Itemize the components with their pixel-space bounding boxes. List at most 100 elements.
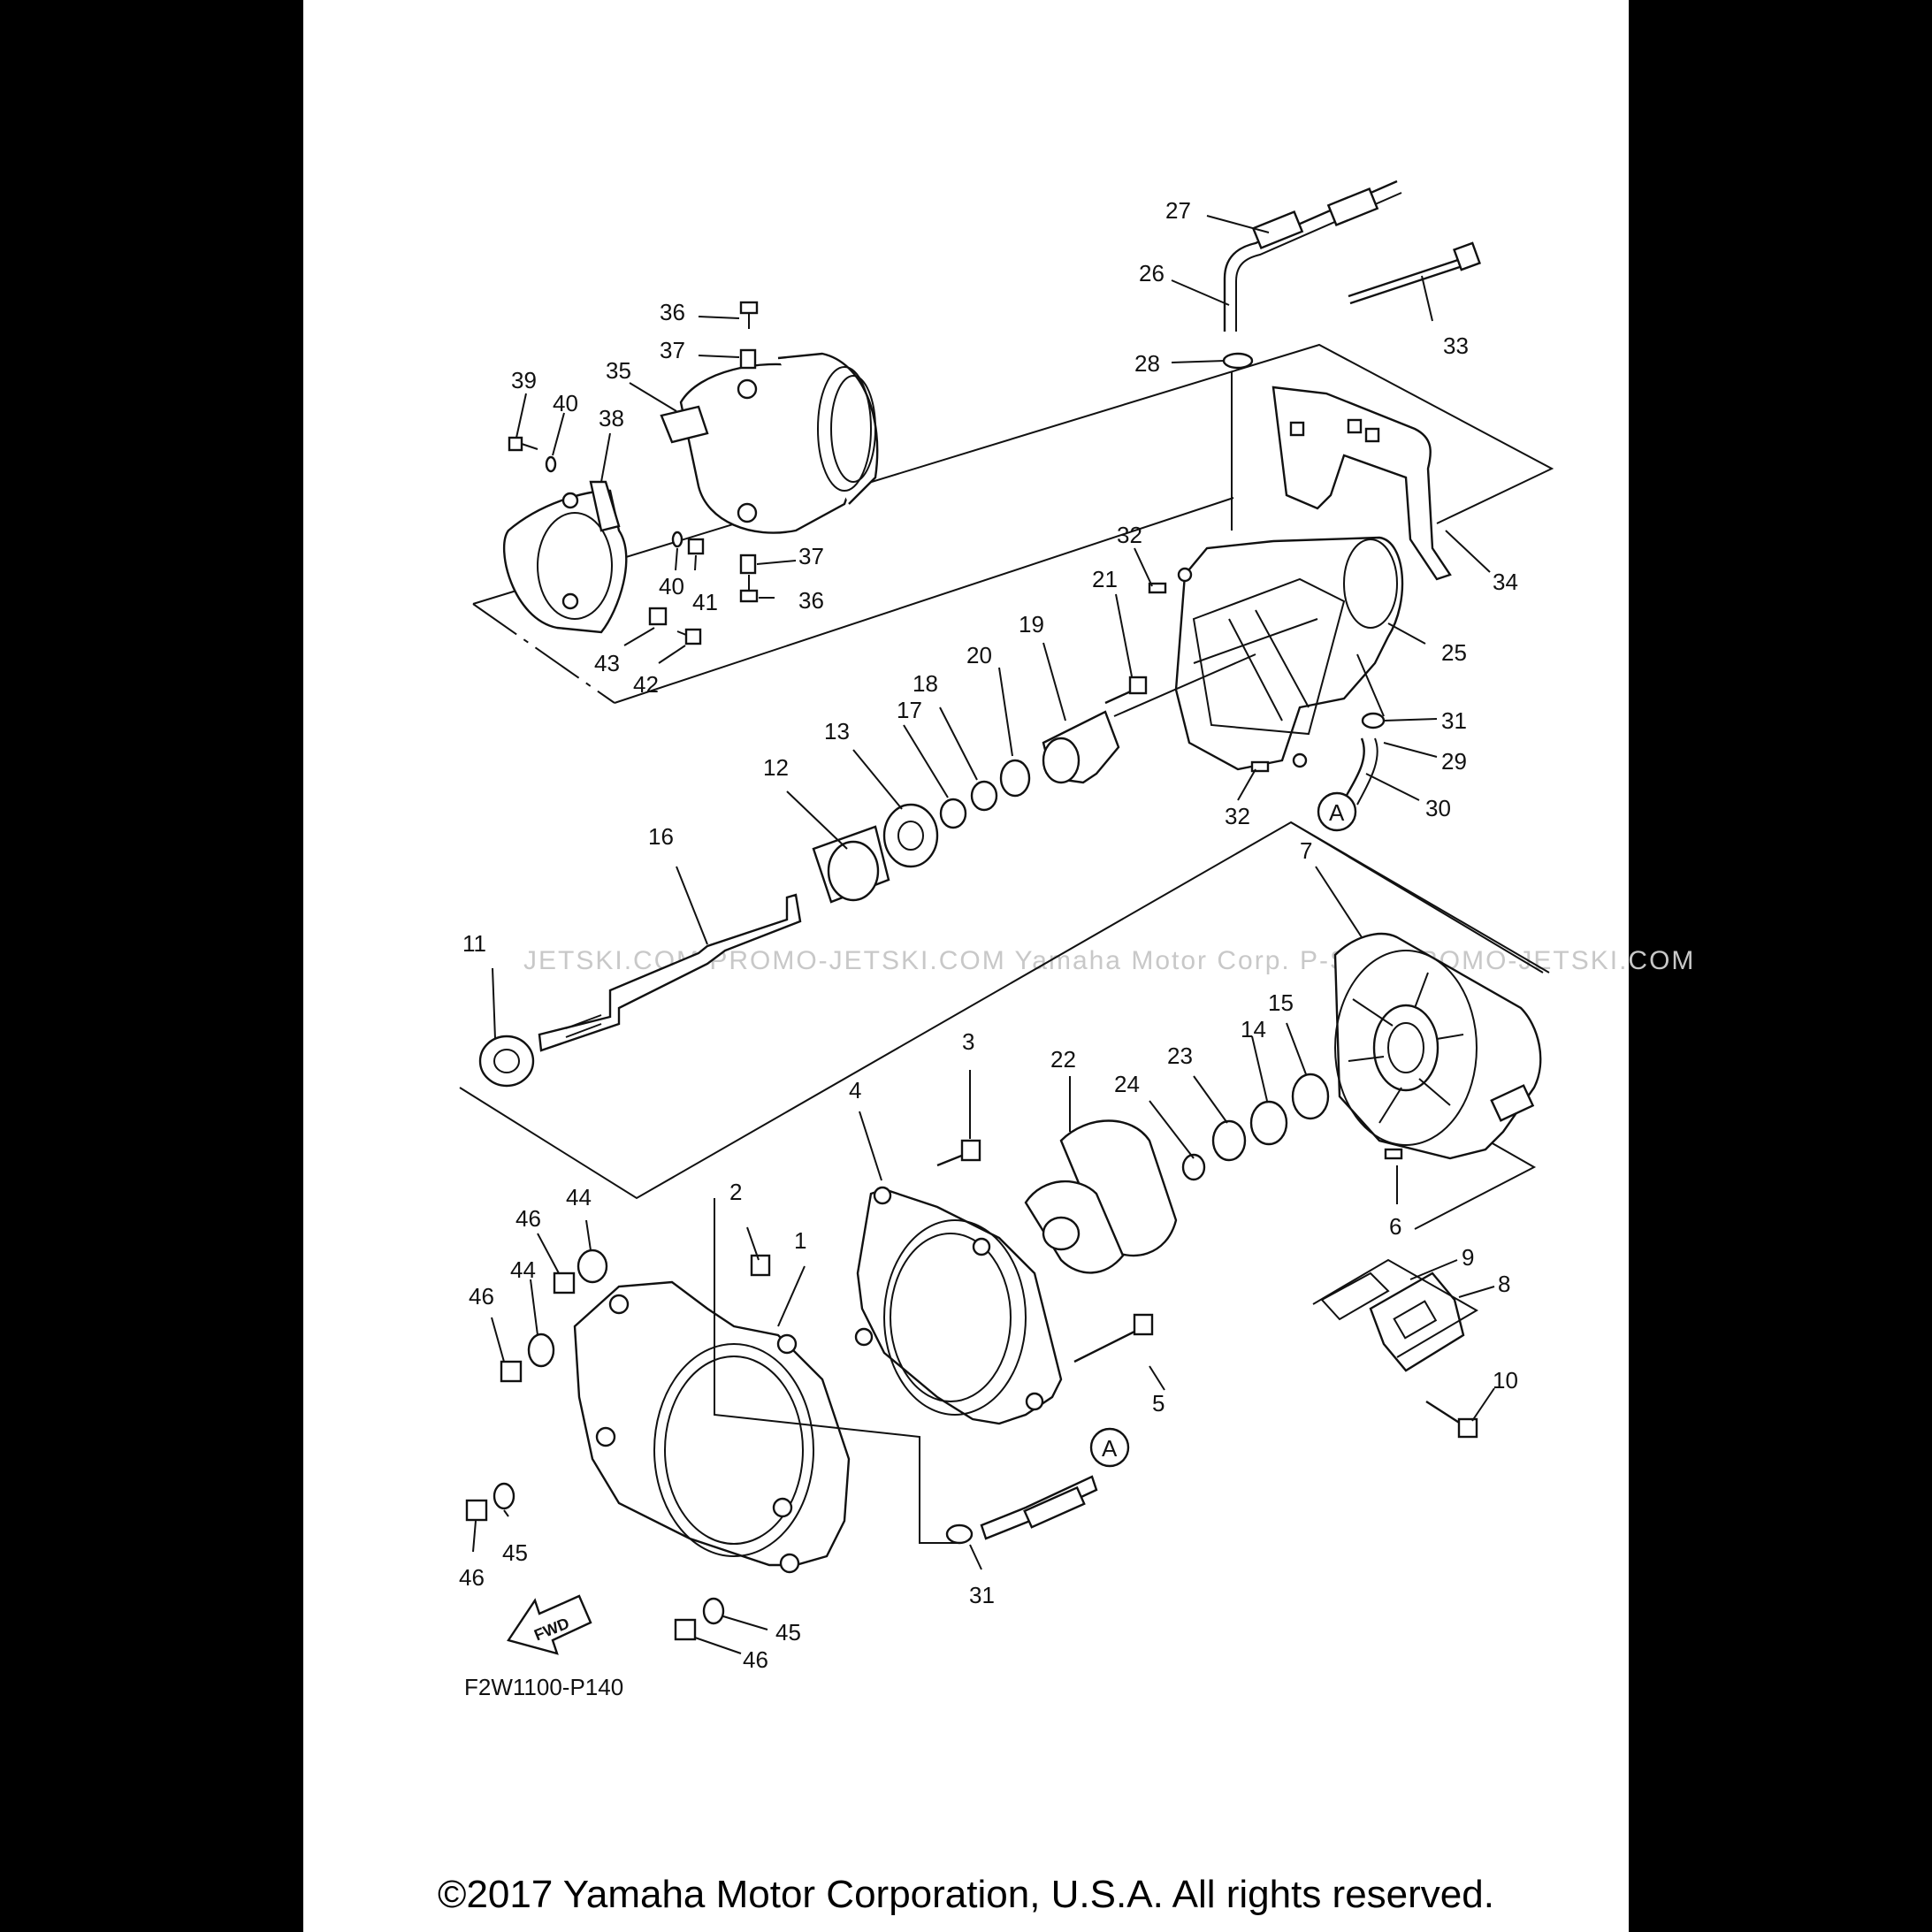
callout-12: 12 <box>763 754 789 781</box>
dowel-pin <box>1250 760 1270 773</box>
callout-29: 29 <box>1441 748 1467 775</box>
callout-40b: 40 <box>659 573 684 599</box>
callout-35: 35 <box>606 357 631 384</box>
long-bolt-part <box>1348 241 1481 305</box>
frame-bracket-line <box>714 1198 959 1544</box>
callout-32: 32 <box>1117 522 1142 548</box>
callout-19: 19 <box>1019 611 1044 638</box>
callout-39: 39 <box>511 367 537 393</box>
svg-text:A: A <box>1329 799 1345 826</box>
callout-27: 27 <box>1165 197 1191 224</box>
diagram-code: F2W1100-P140 <box>464 1674 623 1700</box>
hose-fitting-part <box>945 1475 1098 1545</box>
callout-34: 34 <box>1493 569 1518 595</box>
drive-shaft-part <box>538 893 802 1052</box>
dowel-pin <box>1148 582 1167 594</box>
hose-part <box>1222 179 1402 531</box>
callout-labels: 1 2 3 4 5 6 7 8 9 10 11 12 13 14 15 16 1… <box>459 197 1518 1673</box>
callout-46: 46 <box>515 1205 541 1232</box>
callout-13: 13 <box>824 718 850 745</box>
callout-44b: 44 <box>510 1256 536 1283</box>
cover-part <box>1369 1271 1465 1372</box>
callout-4: 4 <box>849 1077 861 1103</box>
callout-5: 5 <box>1152 1390 1165 1417</box>
axis-line <box>1113 653 1256 717</box>
callout-20: 20 <box>966 642 992 668</box>
copyright-notice: ©2017 Yamaha Motor Corporation, U.S.A. A… <box>438 1873 1494 1916</box>
intake-plate-part <box>573 1254 851 1574</box>
jet-pump-housing-part <box>1174 536 1404 771</box>
frame-nozzle-group-axis <box>472 603 615 704</box>
callout-28: 28 <box>1134 350 1160 377</box>
collar-part <box>939 798 967 829</box>
duct-part <box>854 1186 1063 1425</box>
callout-30: 30 <box>1425 795 1451 821</box>
callout-1: 1 <box>794 1227 806 1254</box>
callout-37: 37 <box>660 337 685 363</box>
o-ring-part <box>1181 1153 1206 1181</box>
frame-housing-group-right <box>1290 821 1550 974</box>
callout-6: 6 <box>1389 1213 1401 1240</box>
bolt-part <box>1425 1400 1478 1439</box>
callout-42: 42 <box>633 671 659 698</box>
bearing-part <box>882 803 939 868</box>
reference-mark-icon: A <box>1317 791 1357 832</box>
callout-7: 7 <box>1300 837 1312 864</box>
o-ring-part <box>999 759 1031 798</box>
dowel-pin <box>1384 1148 1403 1160</box>
svg-text:A: A <box>1102 1435 1118 1462</box>
nozzle-part <box>502 480 628 634</box>
callout-9: 9 <box>1462 1244 1474 1271</box>
seal-part <box>1291 1073 1330 1120</box>
gasket-part <box>1312 1258 1478 1358</box>
fwd-arrow-icon: FWD <box>507 1594 592 1655</box>
callout-46d: 46 <box>743 1646 768 1673</box>
impeller-housing-part <box>1333 932 1542 1160</box>
impeller-part <box>1024 1119 1178 1274</box>
callout-11: 11 <box>462 930 486 957</box>
callout-33: 33 <box>1443 332 1469 359</box>
small-hose-part <box>1342 712 1386 806</box>
callout-2: 2 <box>729 1179 742 1205</box>
callout-46b: 46 <box>469 1283 494 1310</box>
seal-part <box>1211 1119 1247 1162</box>
callout-16: 16 <box>648 823 674 850</box>
nozzle-fasteners <box>508 301 759 645</box>
callout-21: 21 <box>1092 566 1118 592</box>
callout-14: 14 <box>1241 1016 1266 1042</box>
callout-44: 44 <box>566 1184 592 1210</box>
callout-43: 43 <box>594 650 620 676</box>
callout-37b: 37 <box>798 543 824 569</box>
callout-25: 25 <box>1441 639 1467 666</box>
seal-part <box>970 780 998 812</box>
callout-36: 36 <box>660 299 685 325</box>
nozzle-ring-part <box>660 352 879 534</box>
bearing-part <box>478 1035 535 1088</box>
bolt-part <box>1073 1313 1154 1363</box>
bolt-part <box>936 1139 981 1167</box>
callout-41: 41 <box>692 589 718 615</box>
bolt-part <box>1104 676 1148 705</box>
callout-40: 40 <box>553 390 578 416</box>
bushing-part <box>1249 1100 1288 1146</box>
callout-45b: 45 <box>775 1619 801 1646</box>
callout-24: 24 <box>1114 1071 1140 1097</box>
plate-fasteners <box>465 1249 725 1641</box>
cap-part <box>1042 710 1120 784</box>
frame-nozzle-group <box>472 343 1554 605</box>
callout-32b: 32 <box>1225 803 1250 829</box>
callout-17: 17 <box>897 697 922 723</box>
callout-8: 8 <box>1498 1271 1510 1297</box>
reference-mark-icon: A <box>1089 1427 1130 1468</box>
callout-10: 10 <box>1493 1367 1518 1394</box>
callout-3: 3 <box>962 1028 974 1055</box>
callout-23: 23 <box>1167 1042 1193 1069</box>
frame-housing-group <box>459 821 1544 1200</box>
spacer-part <box>812 825 890 904</box>
frame-line <box>614 497 1234 704</box>
callout-31: 31 <box>1441 707 1467 734</box>
callout-18: 18 <box>913 670 938 697</box>
callout-46c: 46 <box>459 1564 485 1591</box>
callout-15: 15 <box>1268 989 1294 1016</box>
